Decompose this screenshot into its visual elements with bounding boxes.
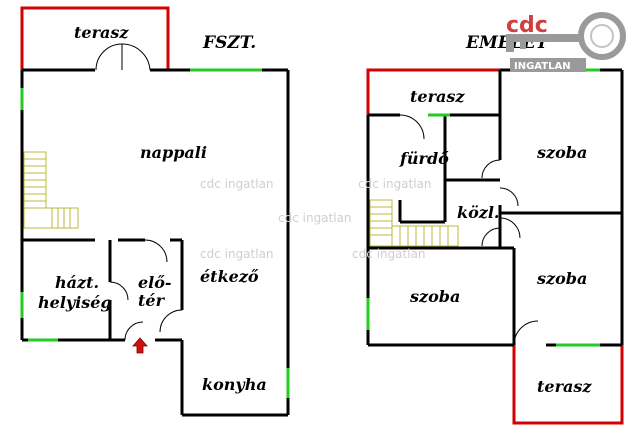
room-label-eloter-2: tér xyxy=(138,291,166,310)
room-label-szoba-top-right: szoba xyxy=(536,143,587,162)
room-label-szoba-left: szoba xyxy=(409,287,460,306)
ground-walls xyxy=(20,68,290,417)
ground-floor-plan xyxy=(20,6,290,417)
room-label-nappali: nappali xyxy=(140,143,207,162)
ground-terrace-outline xyxy=(20,6,170,70)
cdc-ingatlan-logo: cdc INGATLAN xyxy=(506,12,626,72)
ground-terrace-door xyxy=(95,43,151,71)
watermark-text: cdc ingatlan xyxy=(200,247,274,261)
entrance-arrow-icon xyxy=(132,337,148,354)
watermark-text: cdc ingatlan xyxy=(352,247,426,261)
logo-sub-text: INGATLAN xyxy=(514,61,571,72)
room-label-kozl: közl. xyxy=(457,203,500,222)
upper-terrace-bottom-outline xyxy=(512,345,624,425)
ground-doors xyxy=(109,239,183,341)
room-label-konyha: konyha xyxy=(202,375,267,394)
upper-staircase xyxy=(369,199,459,247)
room-label-etkezo: étkező xyxy=(200,267,259,286)
watermark-text: cdc ingatlan xyxy=(358,177,432,191)
room-label-eloter-1: elő- xyxy=(138,273,172,292)
upper-terrace-top-outline xyxy=(366,68,500,115)
key-icon xyxy=(506,12,626,60)
watermark-text: cdc ingatlan xyxy=(278,211,352,225)
watermark-text: cdc ingatlan xyxy=(200,177,274,191)
ground-staircase xyxy=(23,151,79,229)
watermarks: cdc ingatlan cdc ingatlan cdc ingatlan c… xyxy=(200,177,432,261)
room-label-ground-terasz: terasz xyxy=(74,23,129,42)
room-label-upper-terasz-top: terasz xyxy=(410,87,465,106)
room-label-haztartasi-2: helyiség xyxy=(38,293,112,312)
ground-windows xyxy=(20,68,290,398)
ground-floor-label: FSZT. xyxy=(202,33,256,53)
upper-doors xyxy=(399,114,539,346)
room-label-haztartasi-1: házt. xyxy=(55,273,99,292)
logo-brand-text: cdc xyxy=(506,13,548,38)
room-label-upper-terasz-bottom: terasz xyxy=(537,377,592,396)
room-label-szoba-mid-right: szoba xyxy=(536,269,587,288)
room-label-furdo: fürdő xyxy=(399,149,449,168)
